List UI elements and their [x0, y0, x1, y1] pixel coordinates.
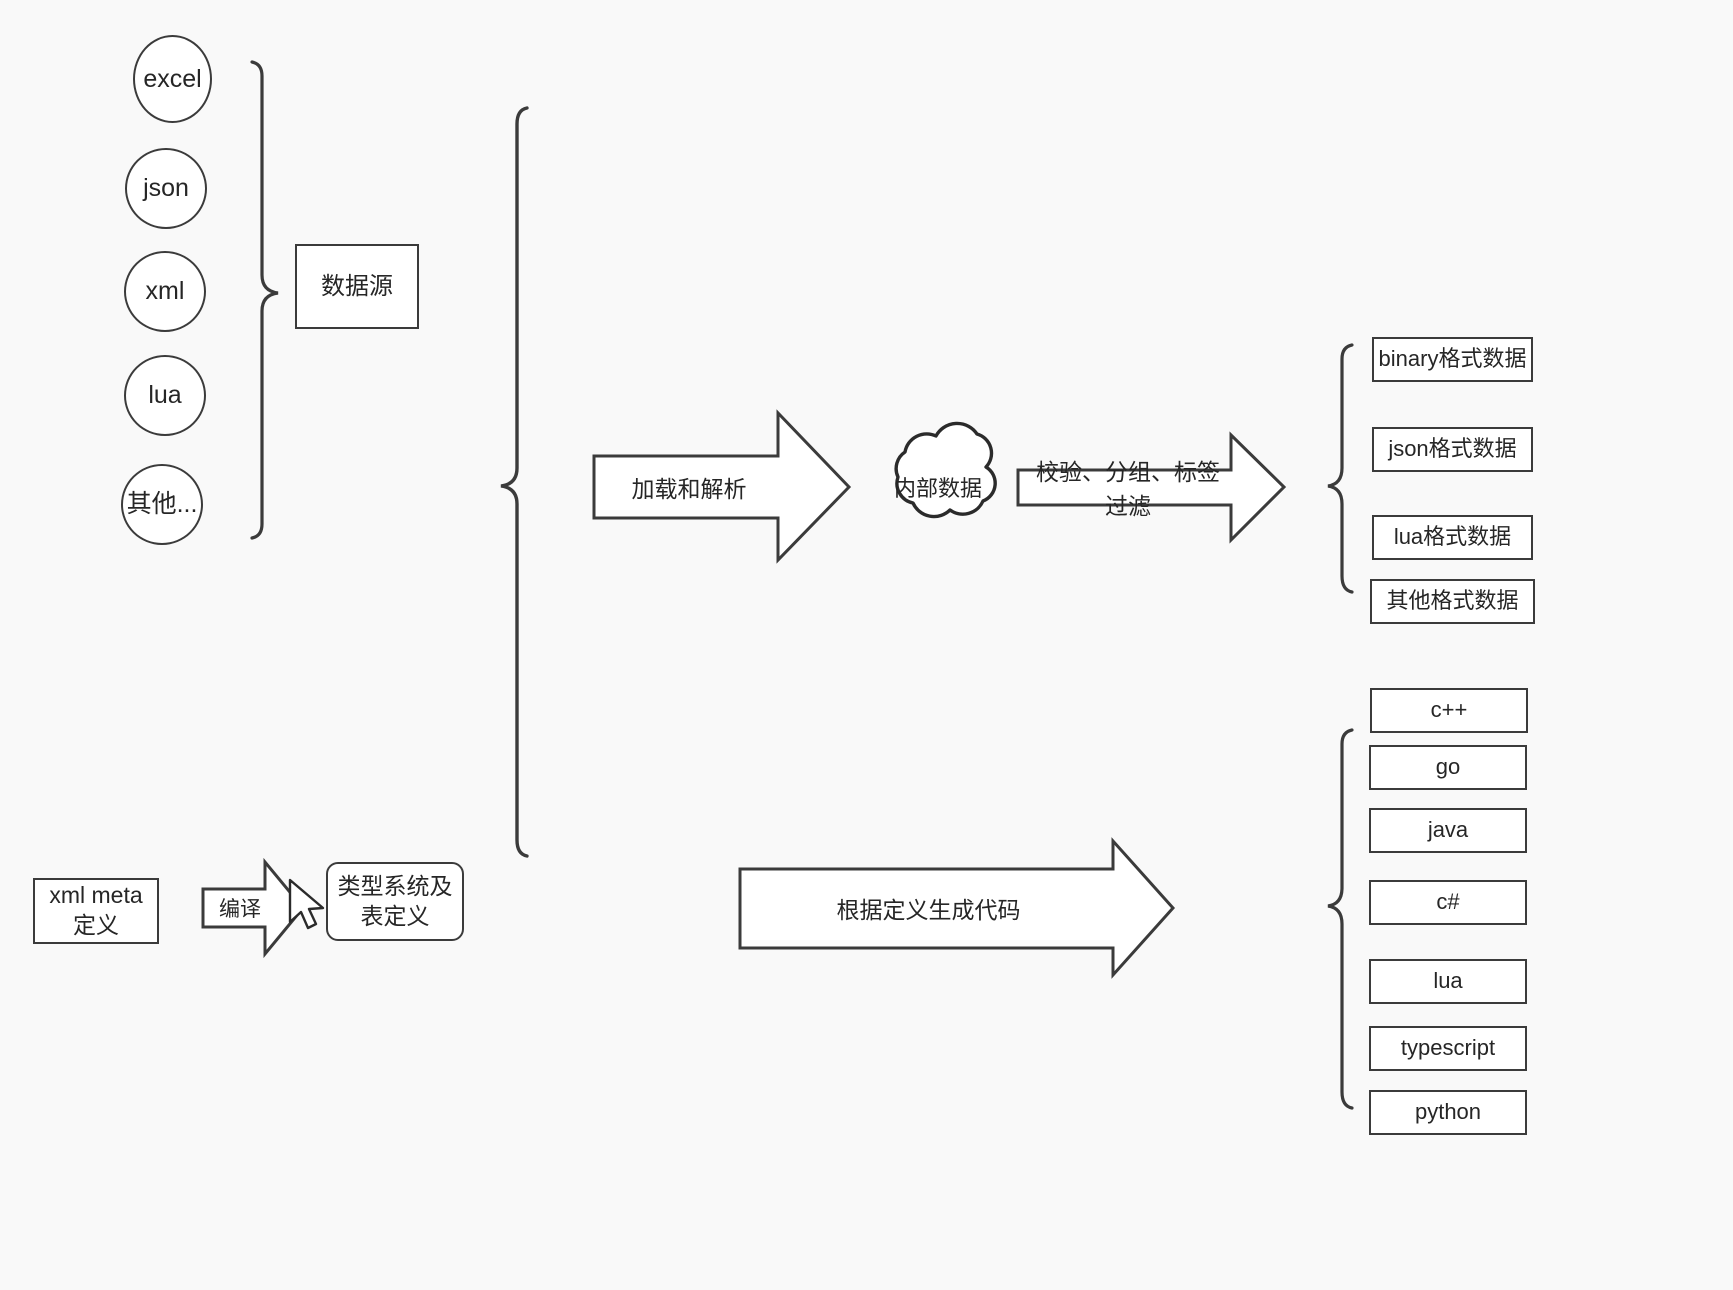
source-label: json — [143, 174, 189, 203]
output-format-label: lua格式数据 — [1393, 524, 1512, 550]
load-parse-arrow-label: 加载和解析 — [604, 467, 774, 507]
output-format-label: 其他格式数据 — [1386, 588, 1519, 614]
output-language-go[interactable]: go — [1369, 745, 1527, 790]
xml-meta-definition-box[interactable]: xml meta定义 — [33, 878, 159, 944]
output-language-label: java — [1427, 817, 1469, 843]
brace-pipeline-inputs — [500, 106, 529, 858]
arrow-label-text: 校验、分组、标签过滤 — [1036, 459, 1220, 519]
output-format-label: json格式数据 — [1388, 436, 1517, 462]
source-label: lua — [148, 381, 182, 410]
output-format-label: binary格式数据 — [1378, 346, 1527, 372]
cloud-label-text: 内部数据 — [893, 476, 982, 501]
arrow-generate-code — [738, 837, 1176, 979]
output-format-json[interactable]: json格式数据 — [1372, 427, 1533, 472]
output-language-label: lua — [1433, 968, 1463, 994]
source-label: excel — [143, 64, 202, 93]
output-language-cpp[interactable]: c++ — [1370, 688, 1528, 733]
source-circle-other[interactable]: 其他... — [121, 464, 203, 545]
output-format-binary[interactable]: binary格式数据 — [1372, 337, 1533, 382]
data-source-box[interactable]: 数据源 — [295, 244, 419, 329]
type-system-box[interactable]: 类型系统及表定义 — [326, 862, 464, 941]
source-circle-excel[interactable]: excel — [133, 35, 212, 123]
arrow-load-parse — [592, 409, 852, 564]
output-language-label: c++ — [1430, 697, 1468, 723]
arrow-validate-group-filter — [1016, 431, 1287, 544]
output-language-python[interactable]: python — [1369, 1090, 1527, 1135]
xml-meta-label: xml meta定义 — [49, 882, 143, 938]
brace-data-sources — [250, 60, 279, 540]
source-circle-xml[interactable]: xml — [124, 251, 206, 332]
brace-output-languages — [1327, 728, 1354, 1110]
source-label: xml — [145, 277, 185, 306]
output-language-label: go — [1435, 754, 1461, 780]
mouse-cursor-icon — [288, 878, 325, 930]
source-circle-lua[interactable]: lua — [124, 355, 206, 436]
output-language-label: python — [1414, 1099, 1482, 1125]
data-source-label: 数据源 — [321, 272, 393, 300]
filter-arrow-label: 校验、分组、标签过滤 — [1028, 459, 1228, 519]
compile-arrow-label: 编译 — [209, 891, 271, 925]
source-label: 其他... — [126, 490, 198, 519]
arrow-label-text: 编译 — [219, 898, 261, 921]
arrow-label-text: 根据定义生成代码 — [836, 897, 1021, 923]
output-language-label: typescript — [1400, 1035, 1496, 1061]
internal-data-label: 内部数据 — [888, 467, 988, 507]
output-language-typescript[interactable]: typescript — [1369, 1026, 1527, 1071]
output-language-lua[interactable]: lua — [1369, 959, 1527, 1004]
source-circle-json[interactable]: json — [125, 148, 207, 229]
brace-output-formats — [1327, 343, 1354, 594]
type-system-label: 类型系统及表定义 — [337, 872, 453, 929]
output-language-csharp[interactable]: c# — [1369, 880, 1527, 925]
output-format-other[interactable]: 其他格式数据 — [1370, 579, 1535, 624]
arrow-compile — [201, 857, 305, 959]
output-language-label: c# — [1436, 889, 1460, 915]
output-format-lua[interactable]: lua格式数据 — [1372, 515, 1533, 560]
output-language-java[interactable]: java — [1369, 808, 1527, 853]
codegen-arrow-label: 根据定义生成代码 — [756, 888, 1101, 928]
arrow-label-text: 加载和解析 — [631, 476, 747, 502]
